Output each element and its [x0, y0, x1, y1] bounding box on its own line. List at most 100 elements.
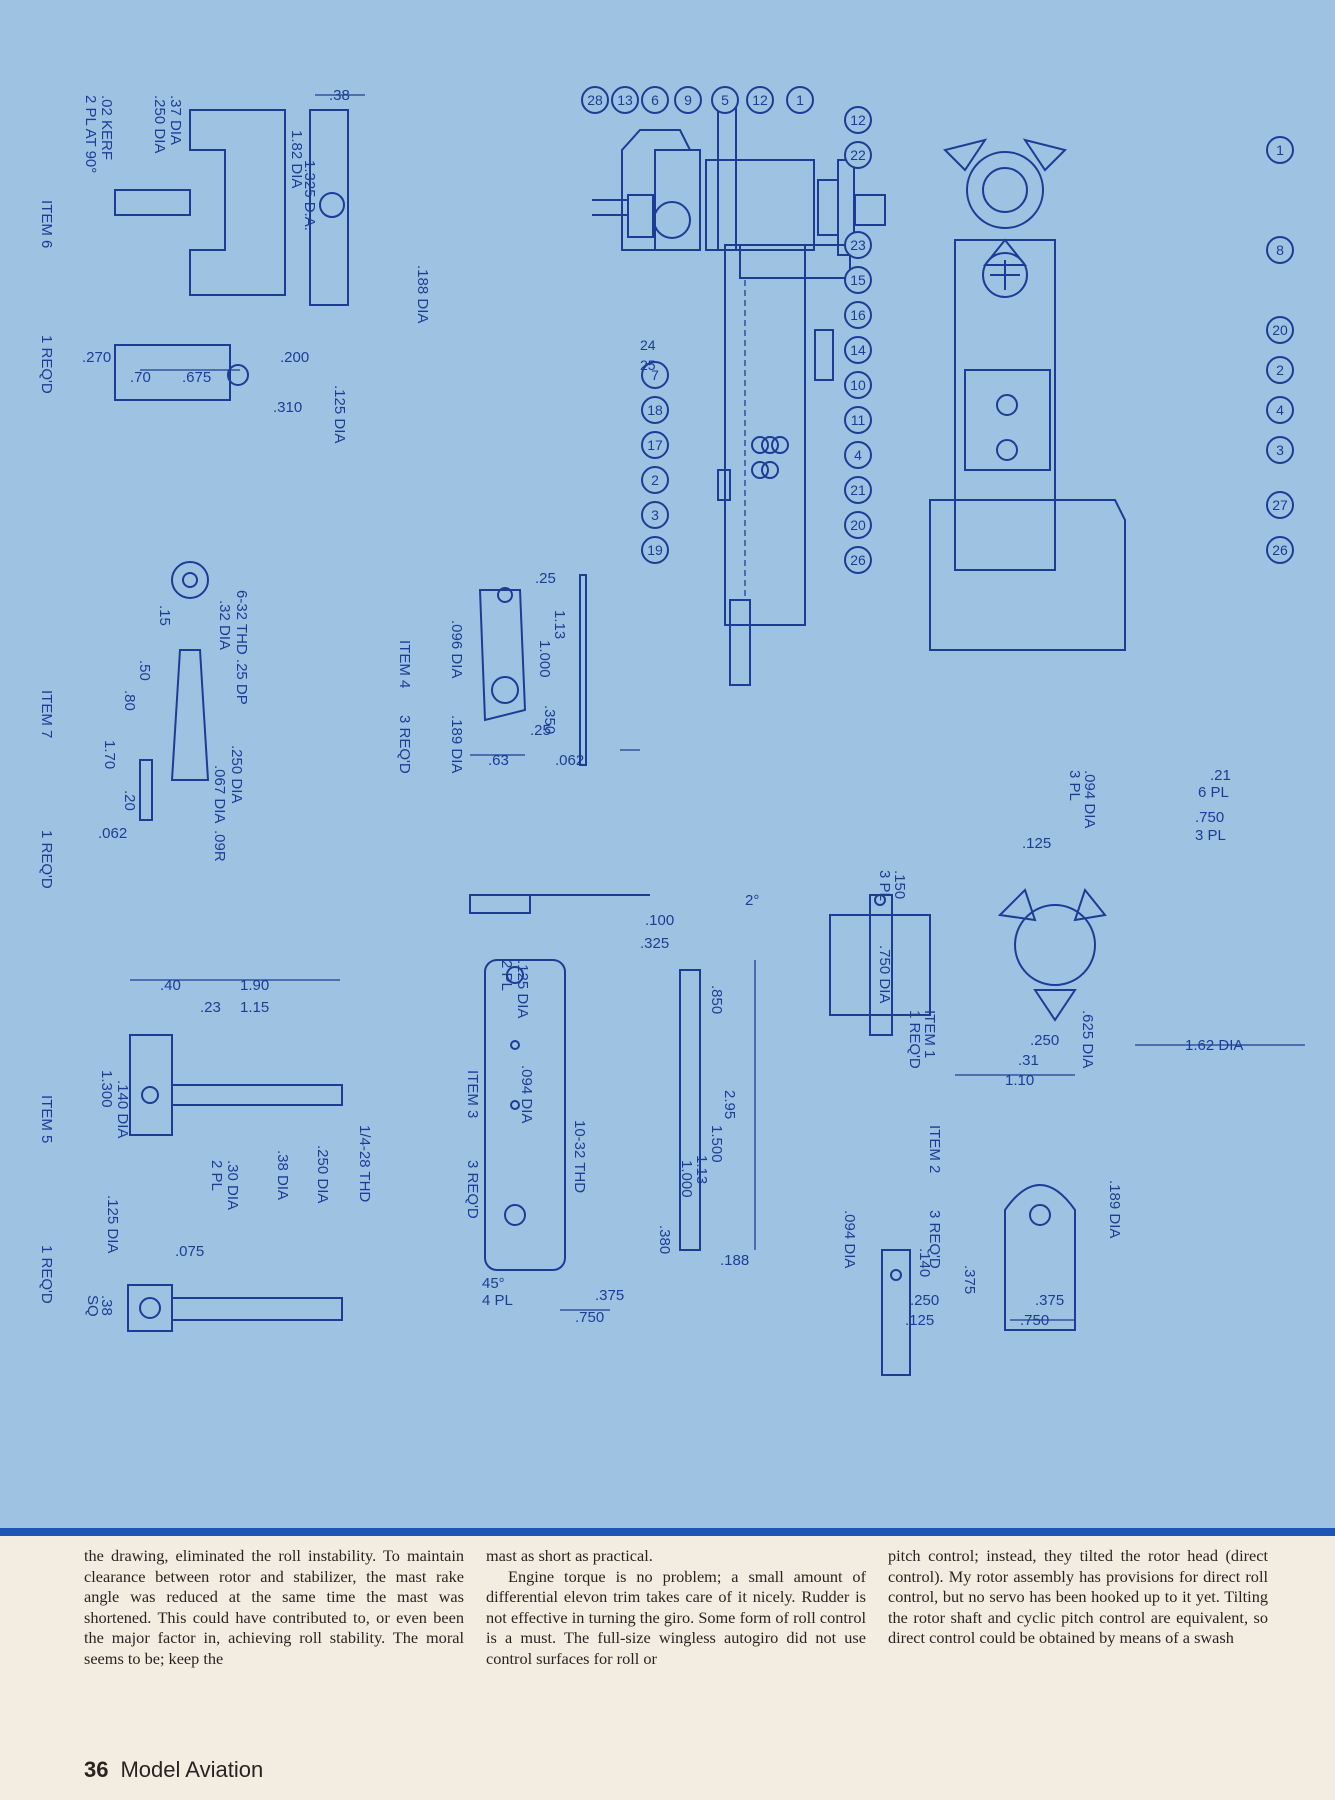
- callout: [746, 86, 774, 114]
- callouts-bottom: 7 18 17 2 3 19 25 24: [640, 337, 669, 564]
- dim-label: .40: [160, 977, 181, 994]
- callout-label: 19: [647, 542, 663, 558]
- dim-label: .094 DIA: [518, 1065, 535, 1123]
- callout-label: 26: [1272, 542, 1288, 558]
- dim-label: .150: [891, 870, 908, 899]
- dim-label: .189 DIA: [448, 715, 465, 773]
- item-qty: 1 REQ'D: [38, 1245, 55, 1304]
- item-2-labels: .189 DIA .140 .375 .375 .094 DIA .250 .1…: [841, 1125, 1123, 1329]
- item-qty: 3 REQ'D: [464, 1160, 481, 1219]
- dim-label: 3 PL: [1066, 770, 1083, 801]
- dim-label: .125 DIA: [514, 960, 531, 1018]
- callouts-head: 1 8 20 2 4 3 27 26: [1266, 136, 1294, 564]
- dim-label: .38 DIA: [274, 1150, 291, 1200]
- dim-label: .375: [961, 1265, 978, 1294]
- dim-label: .63: [488, 752, 509, 769]
- callout: [844, 546, 872, 574]
- callout-label: 12: [850, 112, 866, 128]
- dim-label: .32 DIA: [216, 600, 233, 650]
- dim-label: .100: [645, 912, 674, 929]
- dim-label: .200: [280, 349, 309, 366]
- item-5-drawing: [127, 1034, 343, 1332]
- dim-label: 2°: [745, 892, 759, 909]
- dim-label: .37 DIA: [167, 95, 184, 145]
- dim-label: 10-32 THD: [571, 1120, 588, 1193]
- dim-label: 2 PL: [208, 1160, 225, 1191]
- dim-label: .067 DIA: [211, 765, 228, 823]
- dim-label: .140 DIA: [114, 1080, 131, 1138]
- callout: [711, 86, 739, 114]
- dim-label: .270: [82, 349, 111, 366]
- dim-label: .38: [98, 1295, 115, 1316]
- callout-label: 23: [850, 237, 866, 253]
- dim-label: .250: [910, 1292, 939, 1309]
- callout-label: 11: [851, 412, 866, 428]
- callout-label: 12: [752, 92, 768, 108]
- dim-label: .310: [273, 399, 302, 416]
- dim-label: .188: [720, 1252, 749, 1269]
- callout: [844, 266, 872, 294]
- item-1-drawing: [829, 887, 1107, 1036]
- dim-label: .50: [136, 660, 153, 681]
- dim-label: 1.500: [708, 1125, 725, 1163]
- callout-label: 28: [587, 92, 603, 108]
- dim-label: .125 DIA: [331, 385, 348, 443]
- dim-label: 2 PL AT 90°: [82, 95, 99, 173]
- paragraph: Engine torque is no problem; a small amo…: [486, 1566, 866, 1668]
- dim-label: 1.13: [551, 610, 568, 639]
- dim-label: .188 DIA: [414, 265, 431, 323]
- callout-label: 4: [854, 447, 862, 463]
- dim-label: .70: [130, 369, 151, 386]
- dim-label: .250: [1030, 1032, 1059, 1049]
- dim-label: 1.300: [98, 1070, 115, 1108]
- item-label: ITEM 6: [38, 200, 55, 248]
- dimension-lines: [130, 94, 1305, 1321]
- callout: [844, 511, 872, 539]
- callout-label: 16: [850, 307, 866, 323]
- dim-label: 1.15: [240, 999, 269, 1016]
- callout: [1266, 436, 1294, 464]
- article-columns: the drawing, eliminated the roll instabi…: [84, 1546, 1334, 1670]
- text-column-1: the drawing, eliminated the roll instabi…: [84, 1546, 464, 1670]
- callout-label: 3: [1276, 442, 1284, 458]
- rotor-head-view: [929, 138, 1126, 651]
- callout-label: 2: [1276, 362, 1284, 378]
- callout-label: 27: [1272, 497, 1288, 513]
- dim-label: SQ: [84, 1295, 101, 1317]
- item-3-labels: 2° .100 .325 .125 DIA 2 PL .094 DIA .850…: [464, 892, 759, 1326]
- callout: [641, 536, 669, 564]
- dim-label: 1.000: [536, 640, 553, 678]
- callout-label: 5: [721, 92, 729, 108]
- item-qty: 1 REQ'D: [38, 335, 55, 394]
- dim-label: .096 DIA: [448, 620, 465, 678]
- callout: [1266, 136, 1294, 164]
- callout-label: 14: [850, 342, 866, 358]
- callout: [844, 231, 872, 259]
- callout: [641, 466, 669, 494]
- item-2-drawing: [881, 1184, 1076, 1376]
- dim-label: .25: [535, 570, 556, 587]
- dim-label: .850: [708, 985, 725, 1014]
- dim-label: .062: [555, 752, 584, 769]
- dim-label: .750: [1195, 809, 1224, 826]
- dim-label: .250 DIA: [228, 745, 245, 803]
- text-column-3: pitch control; instead, they tilted the …: [888, 1546, 1268, 1670]
- callout-label: 21: [850, 482, 866, 498]
- item-1-labels: .21 6 PL .750 3 PL .094 DIA 3 PL .125 .1…: [876, 767, 1243, 1089]
- dim-label: 6-32 THD .25 DP: [233, 590, 250, 705]
- dim-label: .15: [156, 605, 173, 626]
- callout-label: 1: [1276, 142, 1284, 158]
- dim-label: .09R: [211, 830, 228, 862]
- callout-label: 20: [850, 517, 866, 533]
- callout-label: 10: [850, 377, 866, 393]
- item-qty: 1 REQ'D: [38, 830, 55, 889]
- item-7-labels: 6-32 THD .25 DP .32 DIA .15 .50 .80 1.70…: [38, 590, 250, 889]
- item-qty: 3 REQ'D: [926, 1210, 943, 1269]
- dim-label: .21: [1210, 767, 1231, 784]
- callout-label: 6: [651, 92, 659, 108]
- dim-label: .625 DIA: [1079, 1010, 1096, 1068]
- callout: [844, 476, 872, 504]
- callout: [844, 406, 872, 434]
- dim-label: .140: [916, 1248, 933, 1277]
